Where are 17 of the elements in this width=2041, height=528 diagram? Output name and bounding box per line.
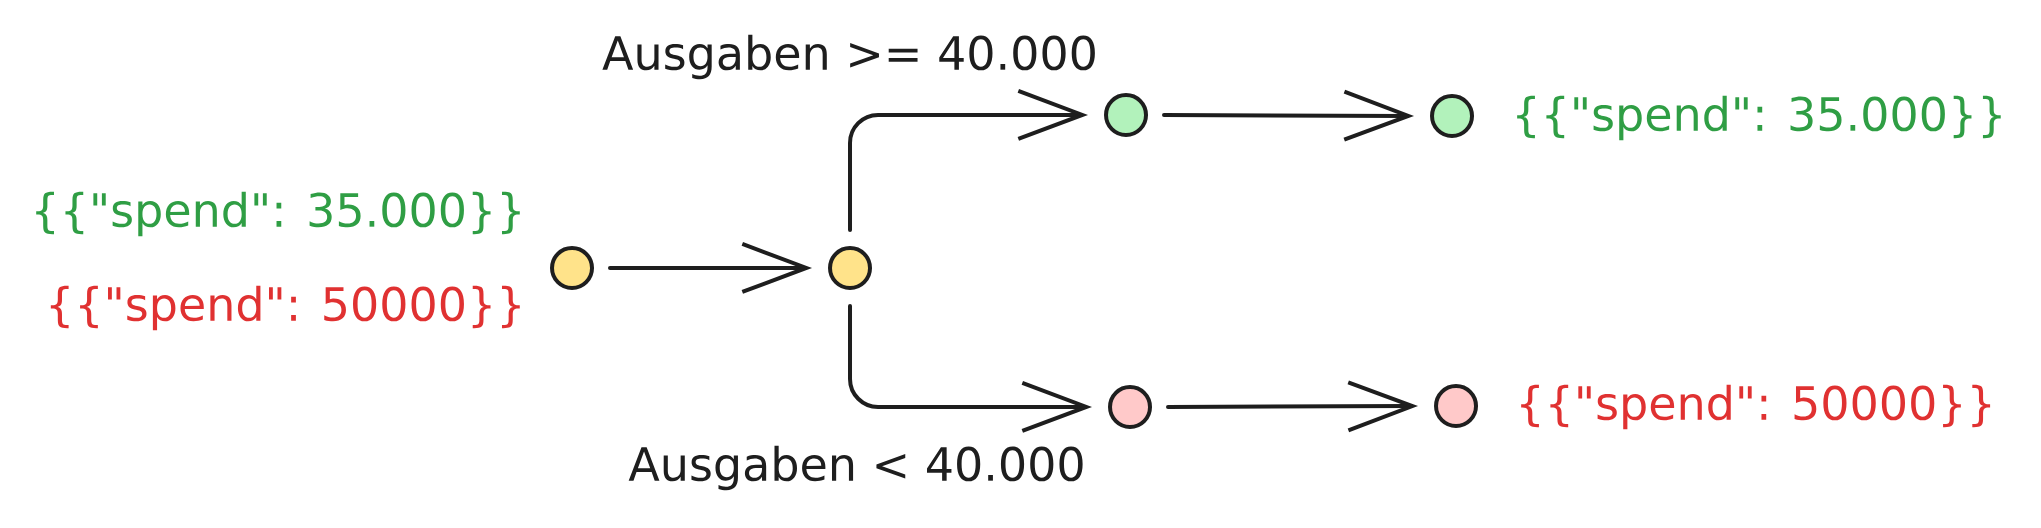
arrow: [848, 304, 1092, 433]
arrow: [848, 89, 1088, 232]
data-label: {{"spend": 35.000}}: [1517, 95, 2001, 141]
arrow: [1162, 89, 1414, 142]
circle-node: [1434, 384, 1478, 428]
circle-node: [1108, 385, 1152, 429]
edge-label: Ausgaben >= 40.000: [598, 30, 1102, 84]
circle-node: [1104, 93, 1148, 137]
circle-node: [828, 246, 872, 290]
data-label: {{"spend": 50000}}: [1521, 384, 1991, 430]
data-label: {{"spend": 35.000}}: [36, 191, 520, 237]
circle-node: [1430, 94, 1474, 138]
data-label: {{"spend": 50000}}: [50, 285, 520, 331]
circle-node: [550, 246, 594, 290]
arrow: [608, 242, 812, 294]
arrow: [1166, 380, 1418, 433]
edge-label: Ausgaben < 40.000: [624, 441, 1090, 495]
